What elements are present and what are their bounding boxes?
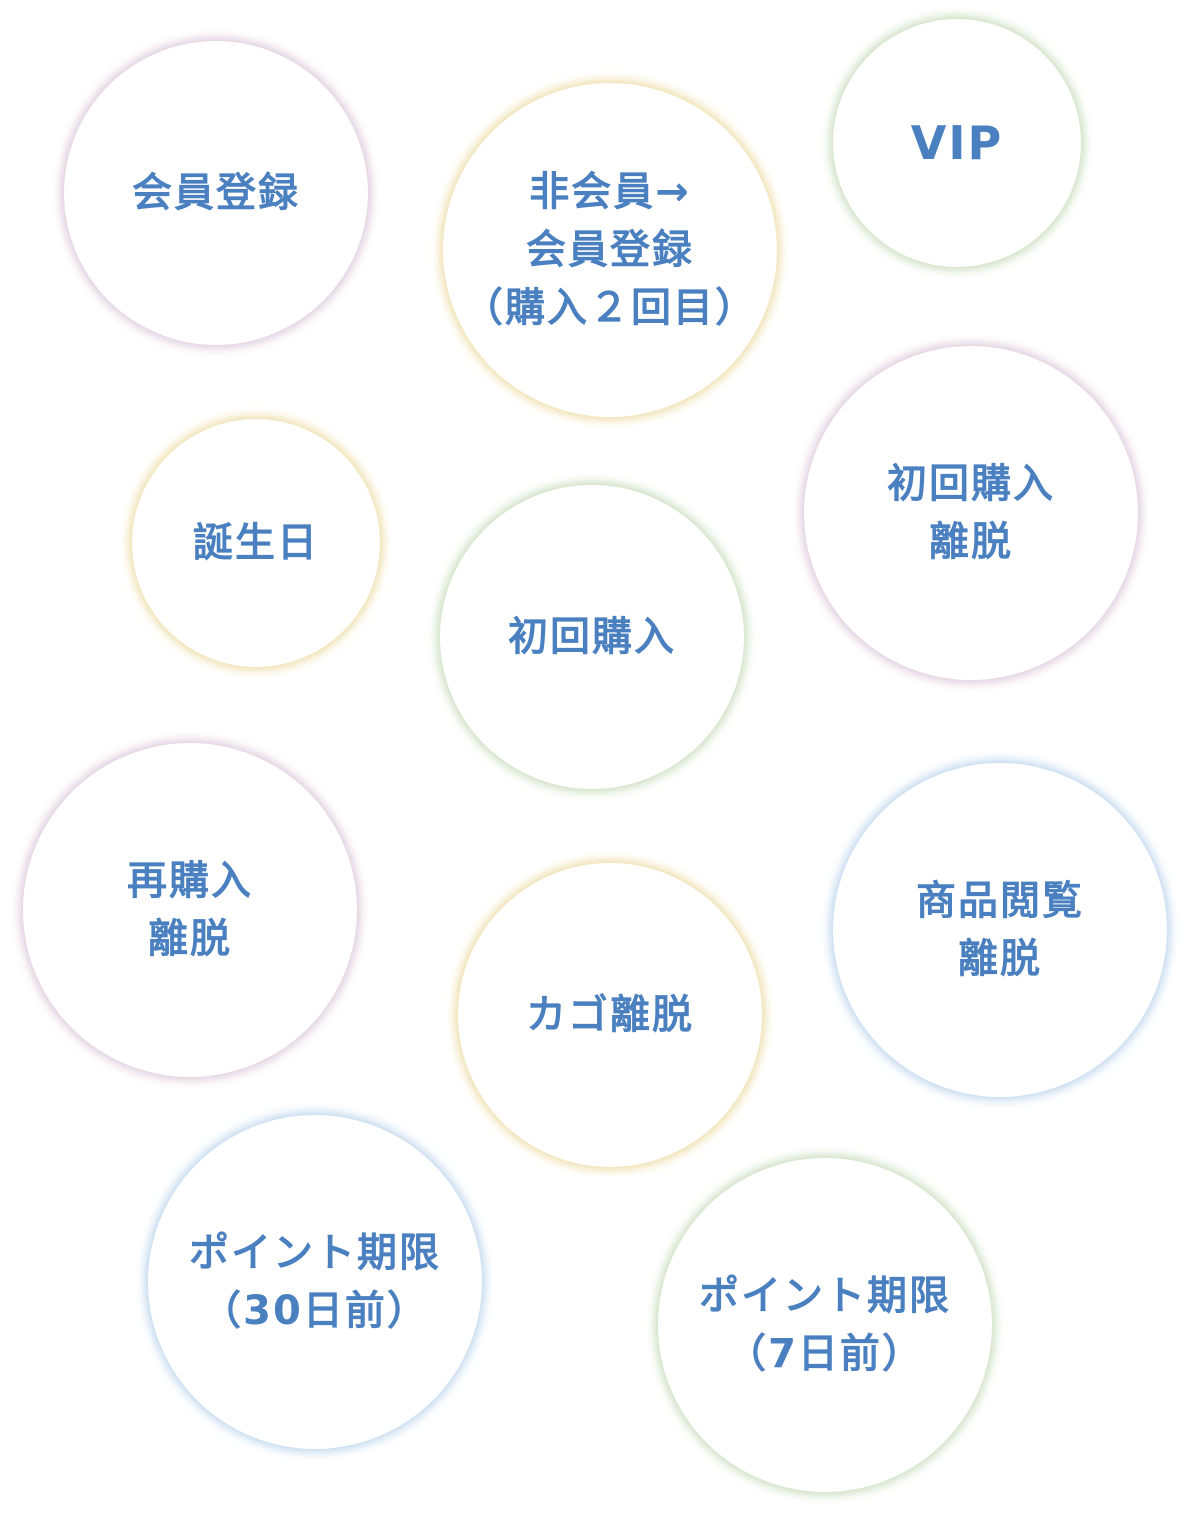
circle-points-expiry-7: ポイント期限 （7日前） — [658, 1158, 992, 1492]
circle-label: ポイント期限 — [189, 1230, 441, 1276]
circle-label: 非会員→ — [529, 169, 691, 215]
circle-label: 商品閲覧 — [916, 878, 1084, 924]
circle-label: 初回購入 — [887, 461, 1055, 507]
circle-label: 離脱 — [958, 936, 1042, 982]
circle-label: 誕生日 — [193, 520, 319, 566]
circle-label: 離脱 — [148, 916, 232, 962]
circle-label: カゴ離脱 — [526, 992, 694, 1038]
circle-first-purchase-churn: 初回購入 離脱 — [804, 346, 1138, 680]
circle-label: （購入２回目） — [463, 285, 757, 331]
circle-label: ポイント期限 — [699, 1273, 951, 1319]
circle-vip: VIP — [833, 19, 1081, 267]
circle-label: 会員登録 — [132, 170, 300, 216]
circle-cart-abandon: カゴ離脱 — [458, 863, 762, 1167]
circle-label: 初回購入 — [508, 614, 676, 660]
circle-label: VIP — [910, 116, 1004, 170]
circle-birthday: 誕生日 — [132, 419, 380, 667]
circle-points-expiry-30: ポイント期限 （30日前） — [148, 1115, 482, 1449]
circle-label: 再購入 — [127, 858, 253, 904]
circle-label: 離脱 — [929, 519, 1013, 565]
circle-product-view-churn: 商品閲覧 離脱 — [833, 763, 1167, 1097]
circle-label: （30日前） — [201, 1288, 429, 1334]
circle-label: 会員登録 — [526, 227, 694, 273]
circle-repurchase-churn: 再購入 離脱 — [23, 743, 357, 1077]
circle-member-registration: 会員登録 — [64, 41, 368, 345]
circle-nonmember-to-member: 非会員→ 会員登録 （購入２回目） — [443, 83, 777, 417]
circle-label: （7日前） — [726, 1331, 924, 1377]
circle-first-purchase: 初回購入 — [440, 485, 744, 789]
